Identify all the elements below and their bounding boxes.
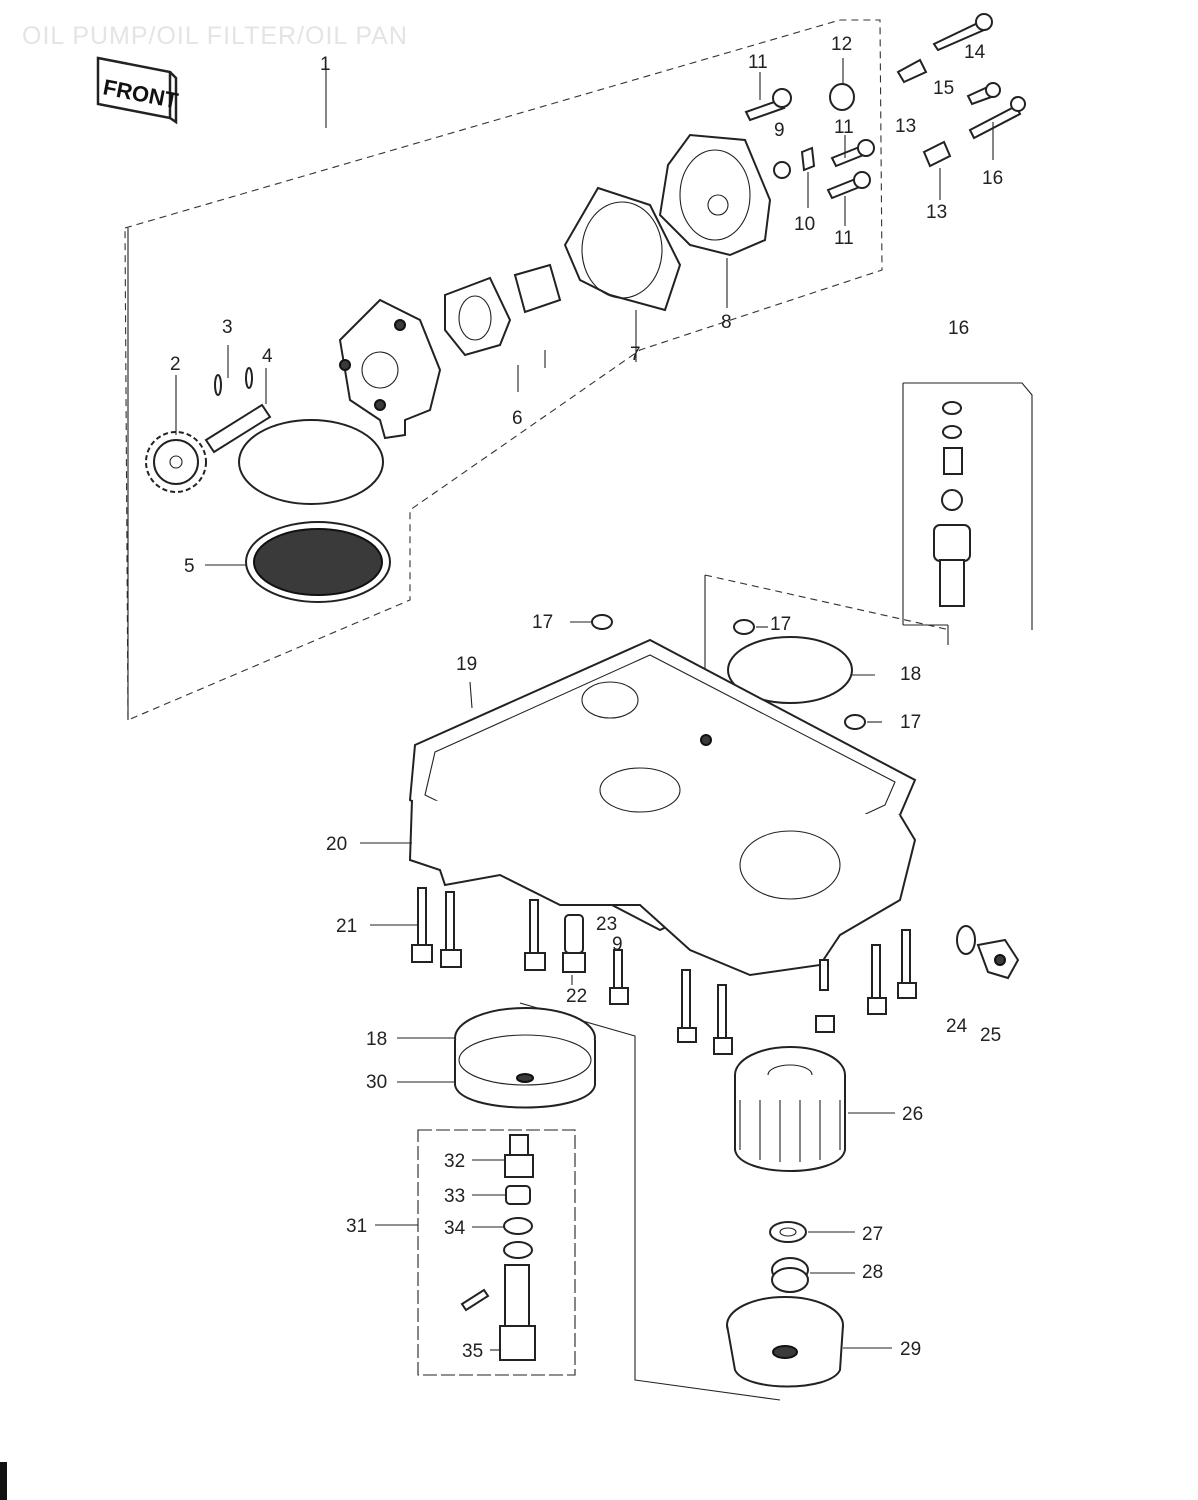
callout-32: 32 <box>444 1151 465 1172</box>
callout-30: 30 <box>366 1072 387 1093</box>
pan-boundary-top <box>704 574 951 631</box>
diagram-title: OIL PUMP/OIL FILTER/OIL PAN <box>22 22 408 50</box>
callout-9-pump: 9 <box>774 120 785 141</box>
relief-valve-assembly <box>902 382 1033 645</box>
callout-labels: 1 2 3 4 5 6 7 8 9 10 11 11 11 12 13 13 1… <box>170 34 1003 1362</box>
callout-18-upper: 18 <box>900 664 921 685</box>
callout-10: 10 <box>794 214 815 235</box>
callout-17-right: 17 <box>770 614 791 635</box>
page-edge-mark <box>0 1462 7 1500</box>
oil-strainer-screen <box>245 521 391 603</box>
callout-29: 29 <box>900 1339 921 1360</box>
callout-11-low: 11 <box>834 228 854 249</box>
callout-17-lower: 17 <box>900 712 921 733</box>
callout-28: 28 <box>862 1262 883 1283</box>
callout-1: 1 <box>320 54 331 75</box>
pump-shaft <box>204 367 272 454</box>
oil-pan-bolts <box>411 887 917 1055</box>
oil-pump-body <box>338 298 442 440</box>
pump-o-ring <box>238 419 384 505</box>
callout-21: 21 <box>336 916 357 937</box>
callout-15: 15 <box>933 78 954 99</box>
filter-bowl <box>454 1007 596 1109</box>
callout-20: 20 <box>326 834 347 855</box>
callout-9-pan: 9 <box>612 934 623 955</box>
callout-16-bolt: 16 <box>982 168 1003 189</box>
callout-19: 19 <box>456 654 477 675</box>
callout-25: 25 <box>980 1025 1001 1046</box>
callout-4: 4 <box>262 346 273 367</box>
callout-33: 33 <box>444 1186 465 1207</box>
callout-26: 26 <box>902 1104 923 1125</box>
pan-caps-and-o-ring <box>591 614 866 730</box>
pump-cover <box>658 133 772 257</box>
callout-27: 27 <box>862 1224 883 1245</box>
callout-24: 24 <box>946 1016 968 1037</box>
callout-23: 23 <box>596 914 617 935</box>
callout-12: 12 <box>831 34 852 55</box>
callout-14: 14 <box>964 42 986 63</box>
callout-6: 6 <box>512 408 523 429</box>
pump-rotors <box>444 263 562 357</box>
callout-11-mid: 11 <box>834 117 854 138</box>
oil-filter-element <box>734 1046 846 1172</box>
callout-11-top: 11 <box>748 52 768 73</box>
oil-pan <box>408 638 917 977</box>
callout-13-low: 13 <box>926 202 947 223</box>
filter-spring-and-cover <box>726 1221 844 1388</box>
callout-34: 34 <box>444 1218 466 1239</box>
callout-18-lower: 18 <box>366 1029 387 1050</box>
callout-7: 7 <box>630 344 641 365</box>
callout-17-left: 17 <box>532 612 553 633</box>
callout-35: 35 <box>462 1341 483 1362</box>
bypass-valve-assembly <box>417 1129 576 1376</box>
callout-13-top: 13 <box>895 116 916 137</box>
callout-3: 3 <box>222 317 233 338</box>
callout-2: 2 <box>170 354 181 375</box>
front-direction-icon: FRONT <box>96 56 181 125</box>
pump-gasket <box>563 186 682 312</box>
callout-16-valve: 16 <box>948 318 969 339</box>
drain-plug <box>956 925 1020 980</box>
pump-bolts <box>744 13 1026 200</box>
callout-22: 22 <box>566 986 587 1007</box>
oil-pump-gear <box>145 431 207 493</box>
callout-31: 31 <box>346 1216 367 1237</box>
callout-5: 5 <box>184 556 195 577</box>
callout-8: 8 <box>721 312 732 333</box>
leader-lines <box>175 58 994 1351</box>
oil-pump-assembly-outline <box>124 19 883 721</box>
